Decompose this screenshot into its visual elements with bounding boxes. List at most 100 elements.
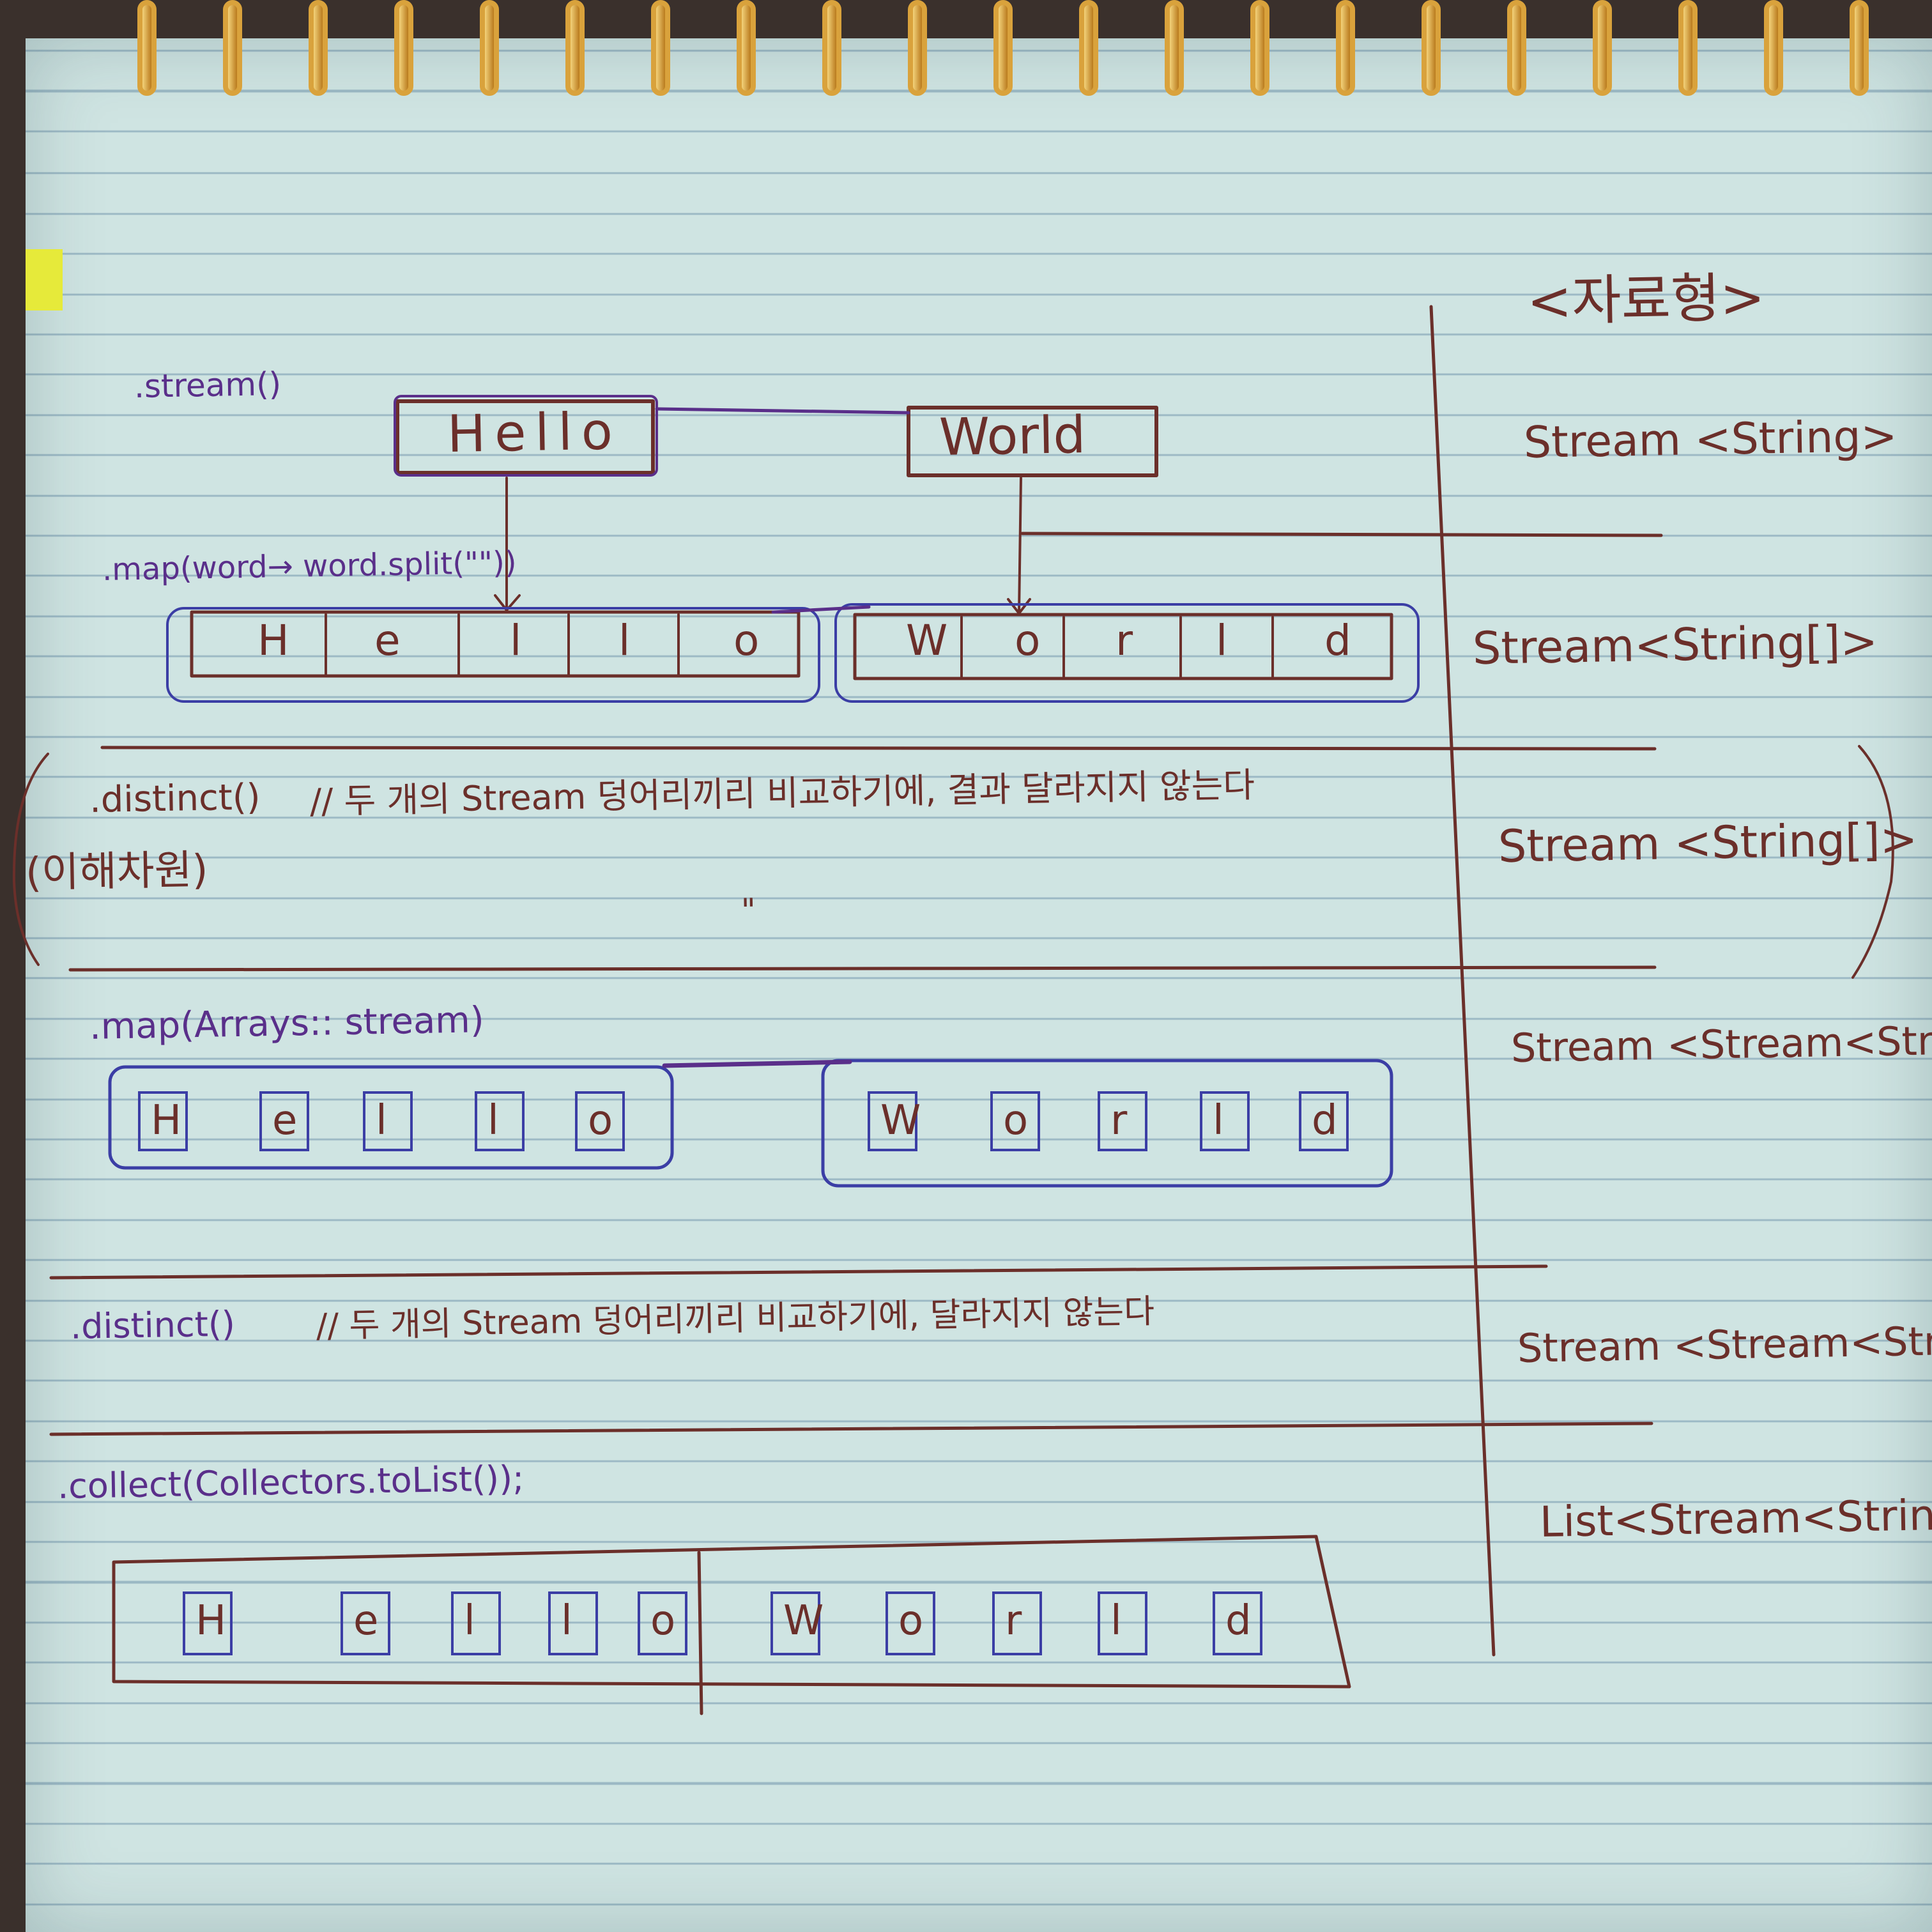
letter-cell: H (257, 616, 289, 665)
letter-cell: l (464, 1597, 475, 1644)
letter-cell: l (1110, 1597, 1122, 1644)
step-6-code: .collect(Collectors.toList()); (57, 1458, 525, 1506)
letter-box (992, 1591, 1042, 1655)
hello-arrowhead (494, 594, 521, 611)
letter-cell: o (1015, 616, 1041, 665)
step-3-code: .distinct() (89, 776, 261, 821)
binding-ring (1764, 0, 1783, 96)
letter-cell: l (376, 1097, 387, 1144)
binding-ring (1165, 0, 1184, 96)
list-box (112, 1535, 1351, 1689)
step-5-type: Stream <Stream<String>> (1517, 1315, 1932, 1372)
letter-cell: e (353, 1597, 379, 1644)
letter-cell: l (1216, 616, 1228, 665)
letter-box (1200, 1091, 1250, 1151)
binding-ring (908, 0, 927, 96)
letter-box (183, 1591, 233, 1655)
stream-hello-outline (108, 1065, 674, 1170)
section-line-5 (49, 1422, 1653, 1436)
letter-cell: d (1324, 616, 1351, 665)
step-4-type: Stream <Stream<String>> (1510, 1015, 1932, 1071)
letter-cell: H (151, 1097, 182, 1144)
letter-box (363, 1091, 413, 1151)
binding-ring (1678, 0, 1698, 96)
letter-boxes (138, 1091, 1349, 1655)
hello-box (395, 399, 655, 475)
stream-world-outline (821, 1059, 1393, 1188)
letter-cell: l (510, 616, 522, 665)
hello-label: Hello (447, 401, 622, 464)
binding-ring (1850, 0, 1869, 96)
step-1-type: Stream <String> (1523, 411, 1898, 468)
letter-box (341, 1591, 390, 1655)
letter-box (885, 1591, 935, 1655)
letter-box (990, 1091, 1040, 1151)
notebook-page (26, 38, 1932, 1932)
binding-ring (1507, 0, 1526, 96)
letter-cell: o (1003, 1097, 1029, 1144)
letter-box (1098, 1591, 1147, 1655)
letter-box (868, 1091, 917, 1151)
letter-cell: W (880, 1097, 921, 1144)
letter-cell: r (1005, 1597, 1022, 1644)
array-hello (190, 610, 801, 678)
sticky-tab (26, 249, 63, 310)
stream-link (655, 407, 910, 415)
letter-box (638, 1591, 687, 1655)
binding-ring (480, 0, 499, 96)
binding-ring (309, 0, 328, 96)
binding-ring (137, 0, 157, 96)
letter-cell: l (561, 1597, 572, 1644)
letter-cell: d (1312, 1097, 1338, 1144)
world-box (907, 406, 1158, 477)
letter-cell: W (906, 616, 948, 665)
letter-box (451, 1591, 501, 1655)
letter-box (1098, 1091, 1147, 1151)
letter-cell: d (1225, 1597, 1252, 1644)
array-hello-outline (166, 607, 820, 703)
binding-ring (993, 0, 1013, 96)
step-3-type: Stream <String[]> (1498, 813, 1918, 873)
letter-cell: W (783, 1597, 824, 1644)
letter-box (138, 1091, 188, 1151)
letter-box (770, 1591, 820, 1655)
step-2-type: Stream<String[]> (1472, 615, 1878, 675)
step-1-code: .stream() (134, 365, 282, 405)
letter-cell: o (588, 1097, 613, 1144)
binding-ring (1336, 0, 1355, 96)
type-column-header: <자료형> (1526, 266, 1766, 333)
column-divider (1429, 305, 1496, 1657)
letter-cell: o (650, 1597, 676, 1644)
binding-ring (822, 0, 841, 96)
world-label: World (939, 405, 1087, 467)
world-arrow (1018, 477, 1022, 615)
letter-cell: e (272, 1097, 298, 1144)
letter-box (1213, 1591, 1262, 1655)
section-line-3 (68, 965, 1657, 972)
binding-ring (737, 0, 756, 96)
binding-ring (394, 0, 413, 96)
section-line-1 (1020, 532, 1663, 537)
bracket-left (12, 753, 49, 966)
binding-ring (1593, 0, 1612, 96)
letter-box (475, 1091, 525, 1151)
letter-box (259, 1091, 309, 1151)
letter-cell: e (374, 616, 401, 665)
letter-cell: H (195, 1597, 227, 1644)
letter-cell: r (1110, 1097, 1128, 1144)
letter-cell: l (487, 1097, 499, 1144)
binding-ring (565, 0, 585, 96)
step-6-type: List<Stream<String>> (1539, 1489, 1932, 1547)
step-2-code: .map(word→ word.split("")) (102, 544, 518, 588)
letter-box (548, 1591, 598, 1655)
binding-ring (1079, 0, 1098, 96)
bracket-right (1851, 745, 1894, 979)
step-4-code: .map(Arrays:: stream) (89, 999, 485, 1048)
letter-cell: l (1213, 1097, 1224, 1144)
letter-box (575, 1091, 625, 1151)
letter-cell: o (733, 616, 760, 665)
section-line-4 (49, 1264, 1548, 1280)
letter-cell: l (618, 616, 631, 665)
array-world (853, 613, 1393, 680)
